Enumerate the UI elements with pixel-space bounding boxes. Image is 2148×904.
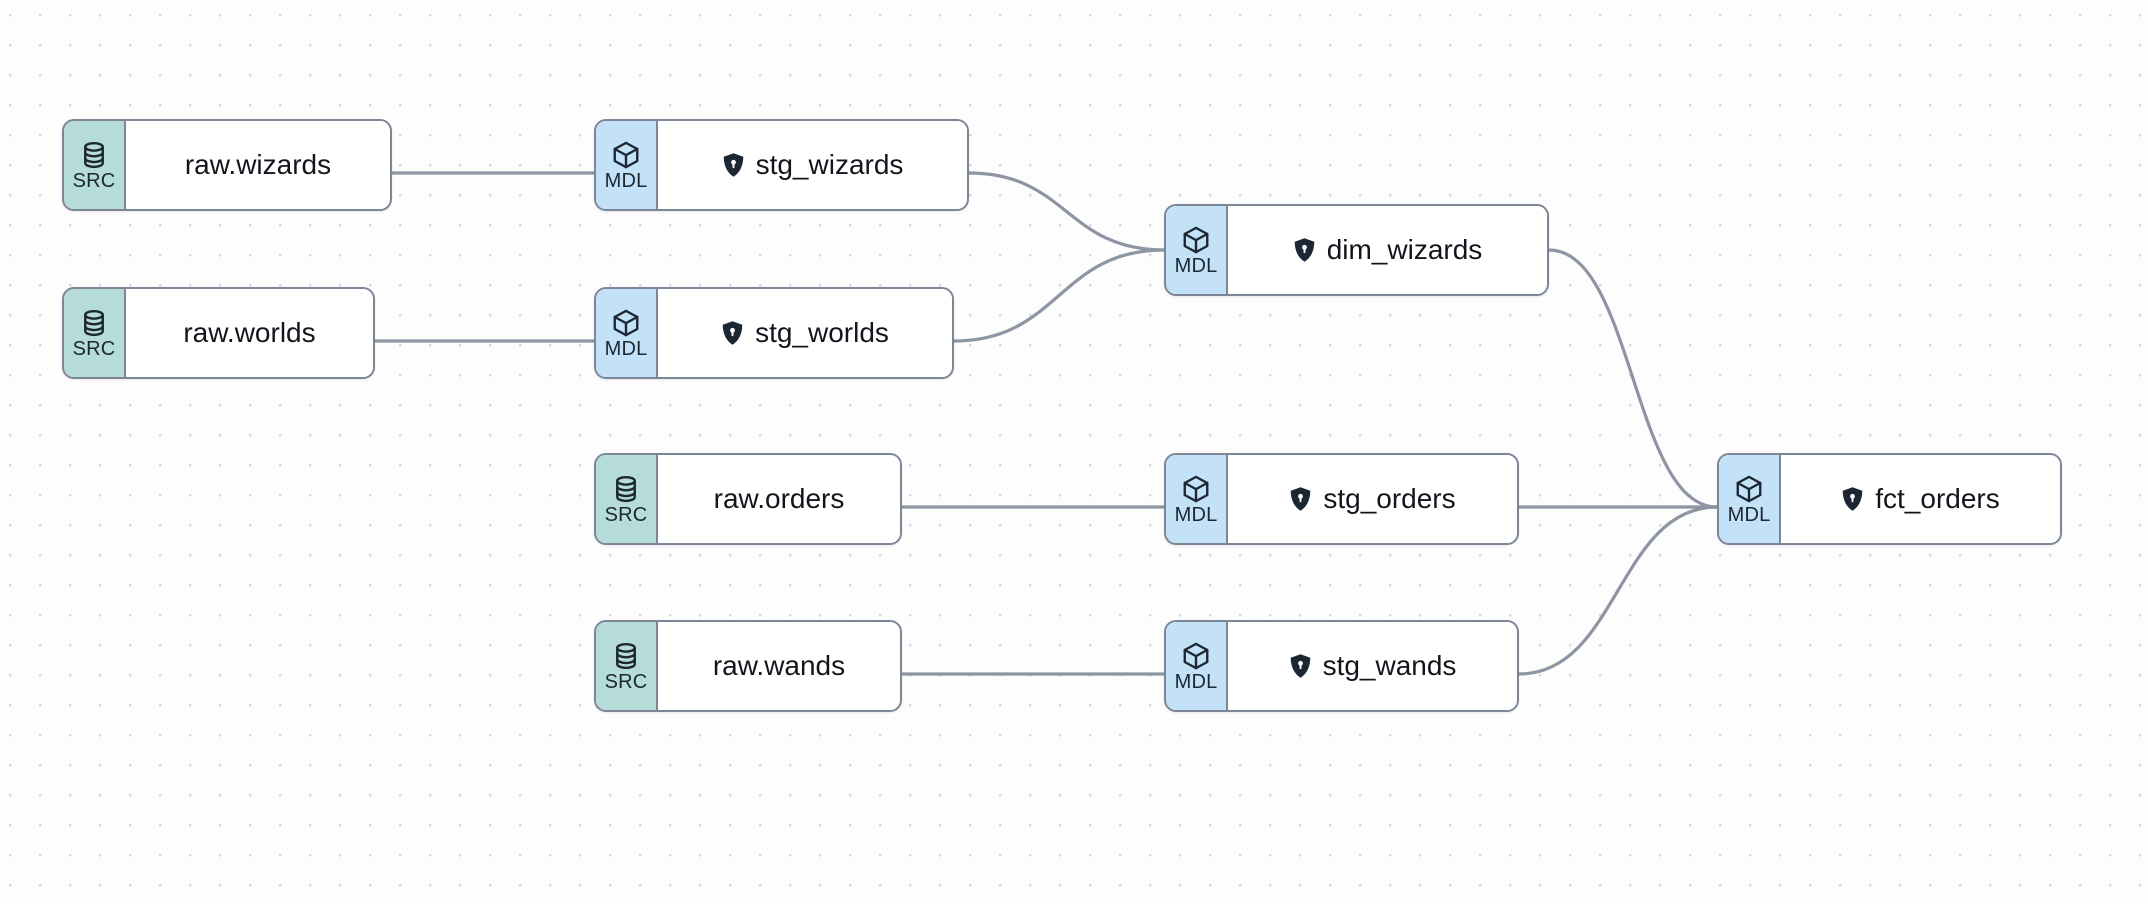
- node-body: stg_worlds: [658, 289, 952, 377]
- node-label: fct_orders: [1875, 483, 2000, 514]
- node-type-badge-src: SRC: [596, 455, 658, 543]
- node-type-label: SRC: [72, 337, 116, 360]
- node-body: fct_orders: [1781, 455, 2060, 543]
- node-label: stg_wizards: [755, 149, 904, 180]
- database-icon: [79, 308, 109, 338]
- cube-icon: [1181, 474, 1211, 504]
- cube-icon: [1181, 225, 1211, 255]
- node-label: raw.worlds: [183, 317, 316, 348]
- node-raw_orders[interactable]: SRC raw.orders: [594, 453, 902, 545]
- node-label: stg_orders: [1323, 483, 1456, 514]
- node-type-badge-mdl: MDL: [596, 121, 658, 209]
- node-type-label: MDL: [1174, 670, 1218, 693]
- node-raw_worlds[interactable]: SRC raw.worlds: [62, 287, 375, 379]
- node-label: raw.wands: [712, 650, 846, 681]
- database-icon: [611, 474, 641, 504]
- node-label: dim_wizards: [1326, 234, 1483, 265]
- node-body: raw.wizards: [126, 121, 390, 209]
- shield-lock-icon: [1293, 237, 1316, 263]
- cube-icon: [611, 308, 641, 338]
- node-stg_wands[interactable]: MDL stg_wands: [1164, 620, 1519, 712]
- node-body: stg_orders: [1228, 455, 1517, 543]
- cube-icon: [1734, 474, 1764, 504]
- edge-stg_worlds-to-dim_wizards[interactable]: [952, 248, 1166, 343]
- shield-lock-icon: [1289, 653, 1312, 679]
- node-label: stg_worlds: [755, 317, 889, 348]
- node-body: raw.wands: [658, 622, 900, 710]
- node-fct_orders[interactable]: MDL fct_orders: [1717, 453, 2062, 545]
- shield-lock-icon: [1289, 486, 1312, 512]
- node-body: stg_wands: [1228, 622, 1517, 710]
- node-raw_wizards[interactable]: SRC raw.wizards: [62, 119, 392, 211]
- node-type-label: SRC: [604, 503, 648, 526]
- node-body: stg_wizards: [658, 121, 967, 209]
- cube-icon: [611, 140, 641, 170]
- node-body: raw.worlds: [126, 289, 373, 377]
- node-type-badge-mdl: MDL: [1719, 455, 1781, 543]
- node-stg_wizards[interactable]: MDL stg_wizards: [594, 119, 969, 211]
- node-type-badge-mdl: MDL: [596, 289, 658, 377]
- node-type-label: MDL: [1727, 503, 1771, 526]
- node-stg_worlds[interactable]: MDL stg_worlds: [594, 287, 954, 379]
- node-type-badge-mdl: MDL: [1166, 455, 1228, 543]
- node-type-label: MDL: [1174, 503, 1218, 526]
- node-type-badge-mdl: MDL: [1166, 206, 1228, 294]
- shield-lock-icon: [722, 152, 745, 178]
- node-type-label: MDL: [604, 169, 648, 192]
- shield-lock-icon: [1841, 486, 1864, 512]
- node-type-badge-mdl: MDL: [1166, 622, 1228, 710]
- node-type-label: MDL: [604, 337, 648, 360]
- node-type-badge-src: SRC: [596, 622, 658, 710]
- node-type-label: SRC: [72, 169, 116, 192]
- node-label: raw.wizards: [184, 149, 332, 180]
- cube-icon: [1181, 641, 1211, 671]
- database-icon: [611, 641, 641, 671]
- edge-stg_wizards-to-dim_wizards[interactable]: [967, 171, 1166, 252]
- node-body: raw.orders: [658, 455, 900, 543]
- node-label: stg_wands: [1322, 650, 1457, 681]
- node-label: raw.orders: [713, 483, 845, 514]
- node-type-label: MDL: [1174, 254, 1218, 277]
- node-raw_wands[interactable]: SRC raw.wands: [594, 620, 902, 712]
- edge-stg_wands-to-fct_orders[interactable]: [1517, 505, 1719, 676]
- node-type-badge-src: SRC: [64, 289, 126, 377]
- node-stg_orders[interactable]: MDL stg_orders: [1164, 453, 1519, 545]
- edge-dim_wizards-to-fct_orders[interactable]: [1547, 248, 1719, 509]
- shield-lock-icon: [721, 320, 744, 346]
- node-dim_wizards[interactable]: MDL dim_wizards: [1164, 204, 1549, 296]
- node-body: dim_wizards: [1228, 206, 1547, 294]
- node-type-badge-src: SRC: [64, 121, 126, 209]
- database-icon: [79, 140, 109, 170]
- node-type-label: SRC: [604, 670, 648, 693]
